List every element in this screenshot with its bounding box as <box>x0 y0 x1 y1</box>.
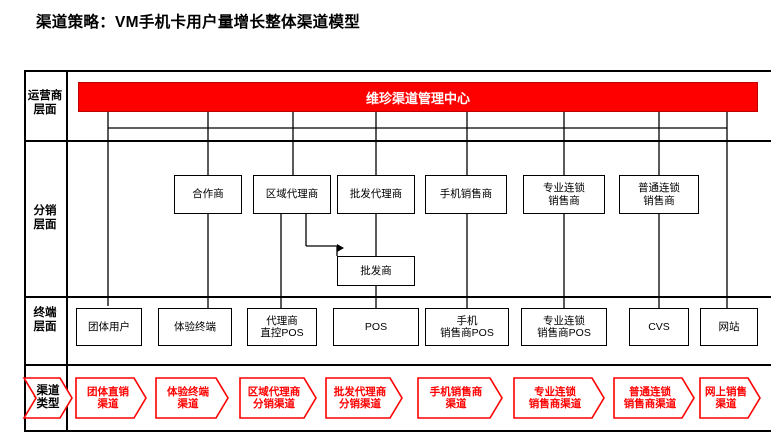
terminal-pos[interactable]: POS <box>333 308 419 346</box>
divider-label-column <box>66 70 68 432</box>
divider-left-vertical <box>24 70 26 432</box>
terminal-layer-label: 终端 层面 <box>33 307 57 333</box>
channel-online[interactable]: 网上销售 渠道 <box>705 386 747 410</box>
box-pro-chain-retailer[interactable]: 专业连锁 销售商 <box>523 175 605 214</box>
divider-top <box>24 70 771 72</box>
top-red-bar: 维珍渠道管理中心 <box>78 82 758 112</box>
box-wholesale-agent[interactable]: 批发代理商 <box>337 175 415 214</box>
box-mobile-retailer[interactable]: 手机销售商 <box>425 175 507 214</box>
box-general-chain-retailer[interactable]: 普通连锁 销售商 <box>619 175 699 214</box>
page-title: 渠道策略：VM手机卡用户量增长整体渠道模型 <box>36 14 361 31</box>
distribution-layer-label: 分销 层面 <box>33 205 57 231</box>
divider-bottom <box>24 430 771 432</box>
channel-wholesale-agent[interactable]: 批发代理商 分销渠道 <box>333 386 387 410</box>
terminal-experience-store[interactable]: 体验终端 <box>158 308 232 346</box>
channel-direct-sales[interactable]: 团体直销 渠道 <box>87 386 129 410</box>
terminal-group-user[interactable]: 团体用户 <box>76 308 142 346</box>
box-partner[interactable]: 合作商 <box>174 175 242 214</box>
box-regional-agent[interactable]: 区域代理商 <box>253 175 331 214</box>
terminal-website[interactable]: 网站 <box>700 308 758 346</box>
channel-mobile-retailer[interactable]: 手机销售商 渠道 <box>429 386 483 410</box>
channel-experience[interactable]: 体验终端 渠道 <box>167 386 209 410</box>
terminal-cvs[interactable]: CVS <box>629 308 689 346</box>
divider-distribution-terminal <box>24 296 771 298</box>
channel-pro-chain[interactable]: 专业连锁 销售商渠道 <box>528 386 582 410</box>
terminal-pro-chain-pos[interactable]: 专业连锁 销售商POS <box>521 308 607 346</box>
channel-regional-agent[interactable]: 区域代理商 分销渠道 <box>247 386 301 410</box>
channel-type-label-chevron: 渠道 类型 <box>36 385 60 410</box>
divider-terminal-channel <box>24 364 771 366</box>
channel-general-chain[interactable]: 普通连锁 销售商渠道 <box>623 386 677 410</box>
operator-layer-label: 运营商 层面 <box>27 90 63 116</box>
divider-operator-distribution <box>24 140 771 142</box>
terminal-mobile-retailer-pos[interactable]: 手机 销售商POS <box>425 308 509 346</box>
terminal-agent-direct-pos[interactable]: 代理商 直控POS <box>247 308 317 346</box>
box-wholesaler[interactable]: 批发商 <box>337 256 415 286</box>
